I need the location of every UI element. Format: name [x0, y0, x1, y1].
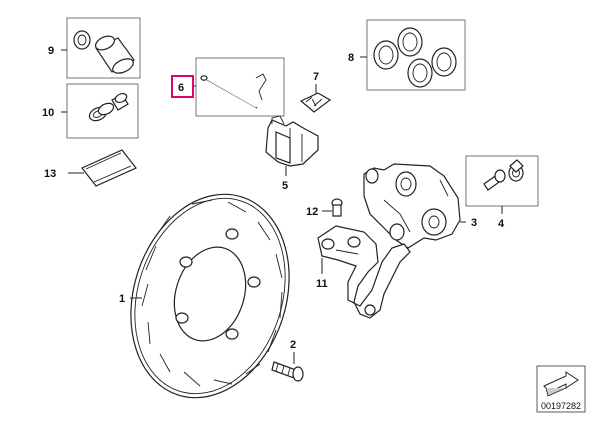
callout-6[interactable]: 6	[178, 82, 184, 94]
callout-2[interactable]: 2	[290, 339, 296, 351]
part-8-frame	[366, 19, 466, 91]
part-3-caliper[interactable]	[363, 163, 461, 249]
part-10-seal-group	[66, 83, 139, 139]
callout-3[interactable]: 3	[471, 217, 477, 229]
part-4-bleed-valve-group	[465, 155, 539, 207]
part-6-pin-group	[195, 57, 285, 117]
callout-8[interactable]: 8	[348, 52, 354, 64]
callout-7[interactable]: 7	[313, 71, 319, 83]
part-4-bleed-valve[interactable]	[483, 159, 524, 191]
callout-10[interactable]: 10	[42, 107, 54, 119]
callout-12[interactable]: 12	[306, 206, 318, 218]
callout-9[interactable]: 9	[48, 45, 54, 57]
part-13-grease[interactable]	[81, 149, 137, 187]
doc-number: 00197282	[541, 401, 581, 411]
part-1-brake-disc[interactable]	[106, 174, 315, 419]
arrow-shadow-icon	[545, 387, 567, 397]
callout-11[interactable]: 11	[316, 278, 328, 290]
part-10-seals[interactable]	[87, 92, 129, 123]
callout-1[interactable]: 1	[119, 293, 125, 305]
part-9-piston[interactable]	[73, 30, 136, 76]
part-6-frame	[195, 57, 285, 117]
part-7-spring[interactable]	[299, 92, 332, 113]
part-8-seal-rings-group	[366, 19, 466, 91]
part-11-carrier[interactable]	[317, 225, 411, 319]
part-2-disc-bolt[interactable]	[271, 361, 304, 382]
callout-5[interactable]: 5	[282, 180, 288, 192]
part-5-brake-pads[interactable]	[265, 115, 319, 167]
callout-6-highlight-frame	[171, 75, 194, 98]
callout-4[interactable]: 4	[498, 218, 505, 230]
part-12-bolt[interactable]	[331, 198, 343, 217]
part-10-frame	[66, 83, 139, 139]
part-9-frame	[66, 17, 141, 79]
part-8-seal-rings[interactable]	[373, 27, 457, 88]
callout-13[interactable]: 13	[44, 168, 56, 180]
part-6-pin[interactable]	[200, 73, 267, 109]
doc-number-box: 00197282	[536, 365, 586, 413]
part-9-piston-group	[66, 17, 141, 79]
